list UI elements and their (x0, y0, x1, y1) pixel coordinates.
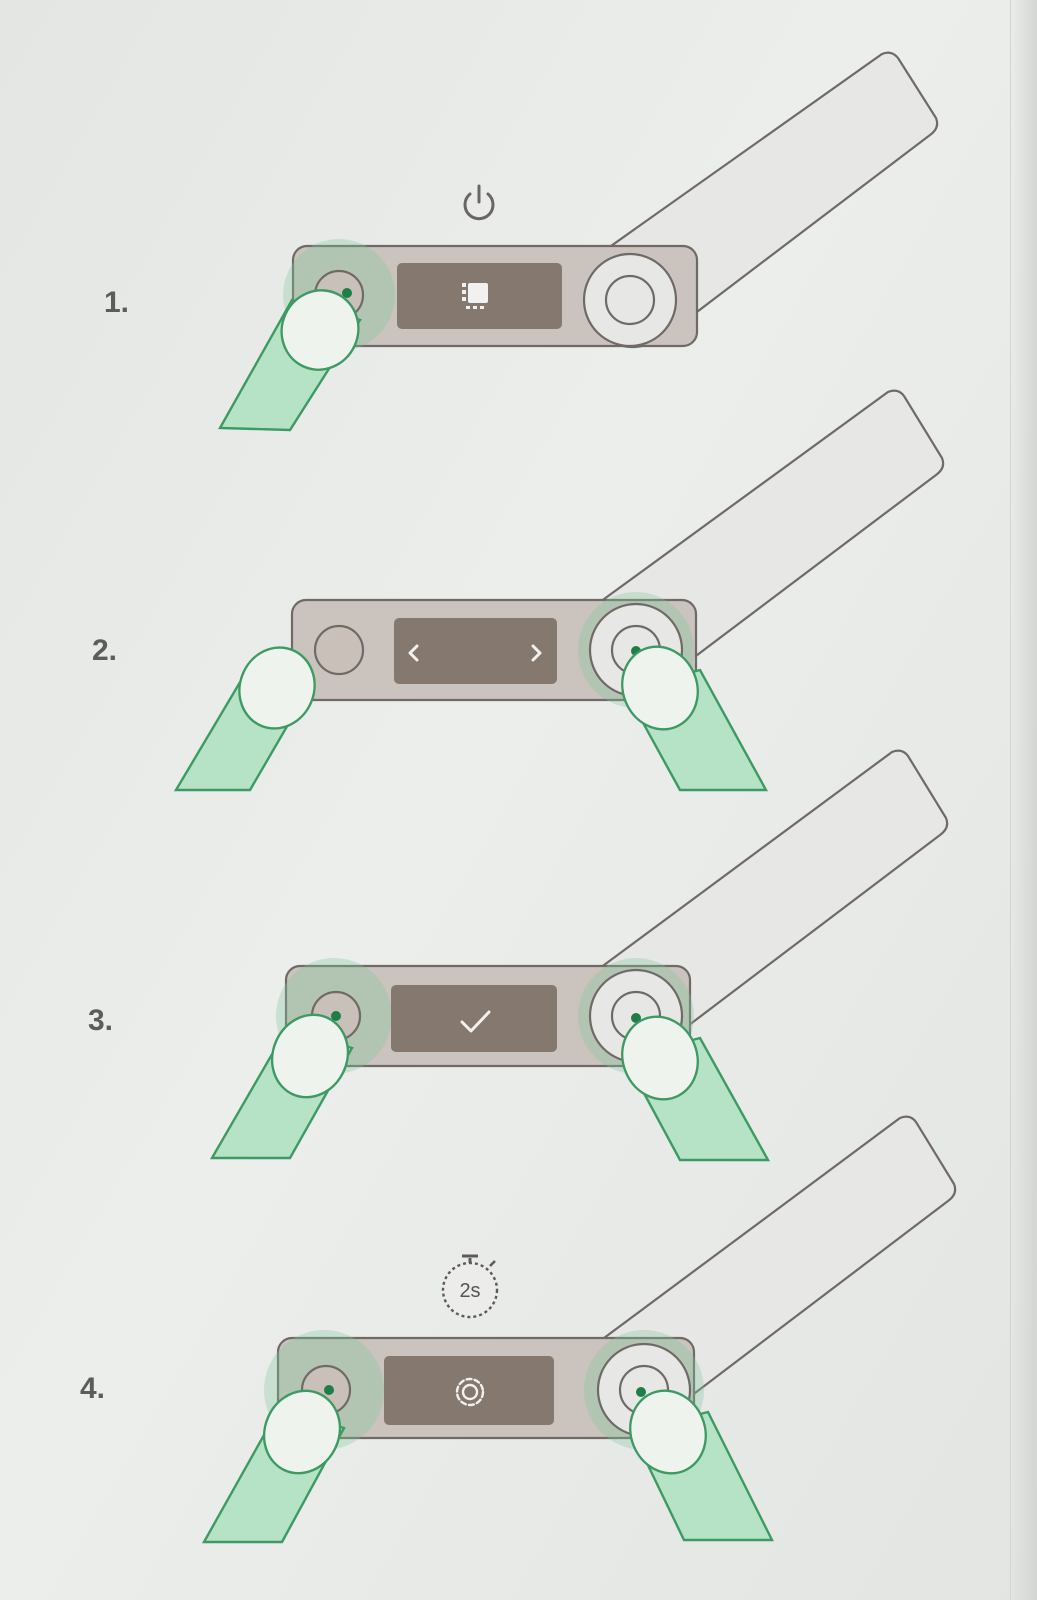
right-finger (629, 1389, 774, 1542)
step-2: 2. (92, 389, 945, 792)
right-finger (621, 1015, 771, 1162)
step-1: 1. (104, 51, 939, 432)
device-screen (384, 1356, 554, 1425)
checkmark-icon (460, 1010, 491, 1033)
stopwatch-icon: 2s (441, 1254, 499, 1319)
page-edge (1010, 0, 1037, 1600)
right-finger (621, 645, 769, 792)
device-chip-icon (462, 283, 488, 309)
device-screen (394, 618, 557, 684)
timer-label: 2s (459, 1280, 480, 1302)
press-point (342, 288, 352, 298)
press-point (636, 1387, 646, 1397)
press-point (631, 1013, 641, 1023)
device-screen (391, 985, 557, 1052)
left-finger (217, 289, 362, 432)
step-4: 4. 2s (80, 1115, 957, 1544)
right-button (604, 274, 656, 326)
step-number: 4. (80, 1372, 105, 1405)
press-point (331, 1011, 341, 1021)
left-button (313, 624, 365, 676)
step-number: 2. (92, 634, 117, 667)
left-finger (201, 1389, 346, 1544)
left-finger (209, 1013, 354, 1160)
power-icon (463, 184, 495, 221)
gear-icon (455, 1377, 485, 1407)
step-number: 1. (104, 286, 129, 319)
step-3: 3. (88, 749, 949, 1162)
step-number: 3. (88, 1004, 113, 1037)
left-finger (173, 646, 316, 792)
press-point (324, 1385, 334, 1395)
left-right-arrows-icon (408, 644, 542, 662)
